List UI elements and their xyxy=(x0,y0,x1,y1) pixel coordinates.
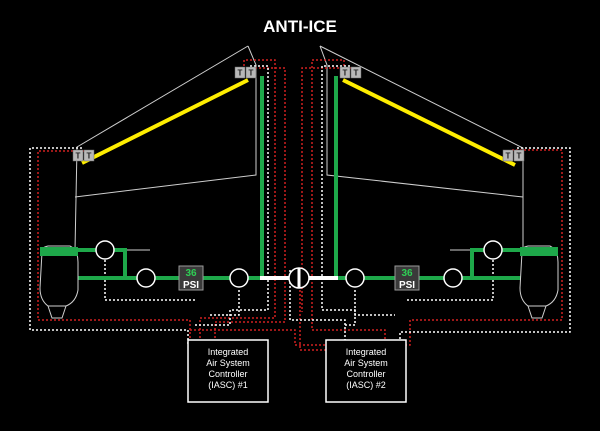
left-isolation-valve[interactable] xyxy=(229,268,249,288)
valve-label: T xyxy=(238,69,243,78)
crossfeed-valve-icon[interactable] xyxy=(288,267,310,289)
right-duct-pressure: 36 PSI xyxy=(394,265,420,291)
left-psi-unit: PSI xyxy=(183,280,199,291)
valve-label: T xyxy=(506,152,511,161)
left-engine-bleed-valve[interactable] xyxy=(95,240,115,260)
valve-label: T xyxy=(249,69,254,78)
bleed-air-ducts xyxy=(40,76,558,280)
left-pressure-regulating-valve[interactable] xyxy=(136,268,156,288)
right-psi-value: 36 xyxy=(401,268,413,279)
right-engine-bleed-valve[interactable] xyxy=(483,240,503,260)
iasc-1-box[interactable]: Integrated Air System Controller (IASC) … xyxy=(187,339,269,403)
right-isolation-valve[interactable] xyxy=(345,268,365,288)
right-engine xyxy=(519,245,559,319)
left-inboard-valve-pair[interactable]: T T xyxy=(234,66,257,79)
page-title: ANTI-ICE xyxy=(263,17,337,36)
iasc-1-line: Controller xyxy=(208,369,247,379)
left-outboard-valve-pair[interactable]: T T xyxy=(72,149,95,162)
right-psi-unit: PSI xyxy=(399,280,415,291)
right-heated-leading-edge xyxy=(342,78,516,167)
right-inboard-valve-pair[interactable]: T T xyxy=(339,66,362,79)
iasc-2-box[interactable]: Integrated Air System Controller (IASC) … xyxy=(325,339,407,403)
valve-label: T xyxy=(354,69,359,78)
iasc-1-line: (IASC) #1 xyxy=(208,380,248,390)
left-heated-leading-edge xyxy=(81,78,249,165)
right-outboard-valve-pair[interactable]: T T xyxy=(502,149,525,162)
signal-wiring xyxy=(29,65,571,345)
iasc-2-line: Controller xyxy=(346,369,385,379)
iasc-1-line: Air System xyxy=(206,358,250,368)
valve-label: T xyxy=(76,152,81,161)
left-duct-pressure: 36 PSI xyxy=(178,265,204,291)
iasc-2-line: (IASC) #2 xyxy=(346,380,386,390)
valve-label: T xyxy=(343,69,348,78)
iasc-1-line: Integrated xyxy=(208,347,249,357)
iasc-2-line: Air System xyxy=(344,358,388,368)
valve-label: T xyxy=(517,152,522,161)
left-wing-outline xyxy=(74,45,257,251)
power-wiring xyxy=(37,59,563,351)
left-psi-value: 36 xyxy=(185,268,197,279)
left-engine xyxy=(39,245,79,319)
right-pressure-regulating-valve[interactable] xyxy=(443,268,463,288)
right-wing-outline xyxy=(319,45,524,251)
valve-label: T xyxy=(87,152,92,161)
iasc-2-line: Integrated xyxy=(346,347,387,357)
